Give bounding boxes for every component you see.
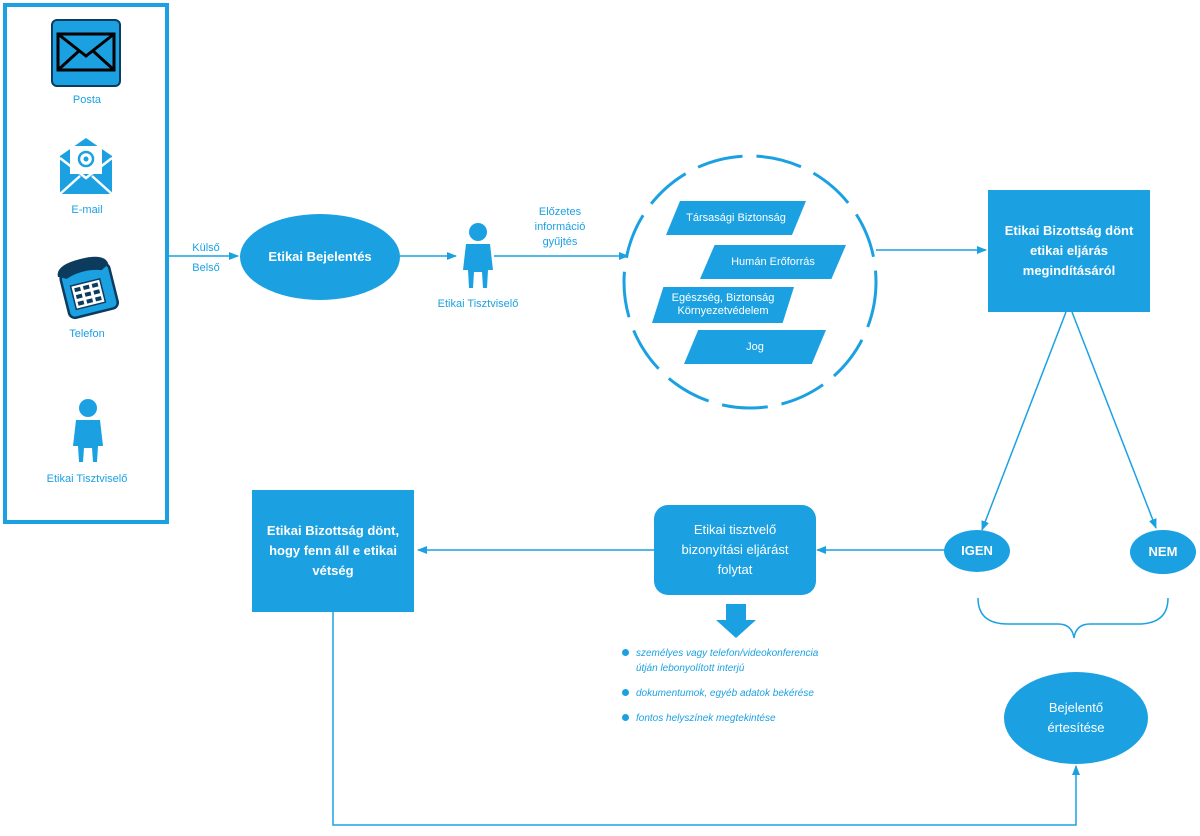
department-ebk: Egészség, Biztonság Környezetvédelem <box>652 287 794 323</box>
channels-panel <box>3 3 169 524</box>
department-jog: Jog <box>684 330 826 364</box>
department-human-eroforras: Humán Erőforrás <box>700 245 846 279</box>
igen-node: IGEN <box>944 530 1010 572</box>
elozetes-label-line1: Előzetes <box>538 206 582 218</box>
bullet-text: személyes vagy telefon/videokonferencia … <box>636 646 818 676</box>
bejelentes-node: Etikai Bejelentés <box>240 214 400 300</box>
envelope-icon <box>51 19 121 87</box>
arrow-vetseg-to-ertesites <box>332 612 1080 826</box>
decision-eljaras-label: Etikai Bizottság dönt etikai eljárás meg… <box>1004 223 1134 278</box>
tisztviselo-label: Etikai Tisztviselő <box>437 298 519 310</box>
arrow-decision-to-nem <box>1071 311 1157 529</box>
decision-vetseg-box: Etikai Bizottság dönt, hogy fenn áll e e… <box>252 490 414 612</box>
bejelentes-label: Etikai Bejelentés <box>268 249 372 264</box>
person-icon <box>73 399 103 462</box>
bullet-line2: útján lebonyolított interjú <box>636 663 745 674</box>
bizonyitasi-box: Etikai tisztvelő bizonyítási eljárást fo… <box>654 505 816 595</box>
ertesites-label: Bejelentő értesítése <box>1047 700 1105 735</box>
decision-eljaras-box: Etikai Bizottság dönt etikai eljárás meg… <box>988 190 1150 312</box>
bullet-dot <box>622 714 629 721</box>
bizonyitasi-label: Etikai tisztvelő bizonyítási eljárást fo… <box>681 522 789 577</box>
down-arrow-icon <box>716 604 756 638</box>
bullet-dot <box>622 649 629 656</box>
bullet-text: dokumentumok, egyéb adatok bekérése <box>636 688 814 699</box>
elozetes-label-line2: információ <box>534 221 586 233</box>
arrow-decision-to-igen <box>981 311 1067 531</box>
department-label: Humán Erőforrás <box>731 255 815 268</box>
telephone-icon <box>57 256 120 320</box>
channel-tisztviselo-label: Etikai Tisztviselő <box>46 473 128 485</box>
department-tarsasagi-biztonsag: Társasági Biztonság <box>666 201 806 235</box>
nem-label: NEM <box>1148 544 1178 559</box>
email-at-icon <box>59 138 113 195</box>
edge-label-belso: Belső <box>192 262 220 274</box>
departments-dashed-ring <box>622 154 878 410</box>
channel-email-label: E-mail <box>71 204 103 216</box>
bullet-text: fontos helyszínek megtekintése <box>636 713 776 724</box>
department-label: Társasági Biztonság <box>686 211 786 224</box>
bullet-line1: személyes vagy telefon/videokonferencia <box>636 648 819 659</box>
channel-posta-label: Posta <box>72 94 102 106</box>
decision-vetseg-label: Etikai Bizottság dönt, hogy fenn áll e e… <box>266 523 400 578</box>
department-label: Jog <box>746 340 764 353</box>
elozetes-label-line3: gyűjtés <box>542 236 578 248</box>
department-label: Egészség, Biztonság Környezetvédelem <box>671 292 775 317</box>
edge-label-kulso: Külső <box>192 242 220 254</box>
bullet-dot <box>622 689 629 696</box>
outcome-brace <box>977 597 1169 639</box>
tisztviselo-person-icon <box>463 223 493 288</box>
channel-telefon-label: Telefon <box>69 328 105 340</box>
nem-node: NEM <box>1130 530 1196 574</box>
ertesites-node: Bejelentő értesítése <box>1004 672 1148 764</box>
igen-label: IGEN <box>961 543 993 558</box>
